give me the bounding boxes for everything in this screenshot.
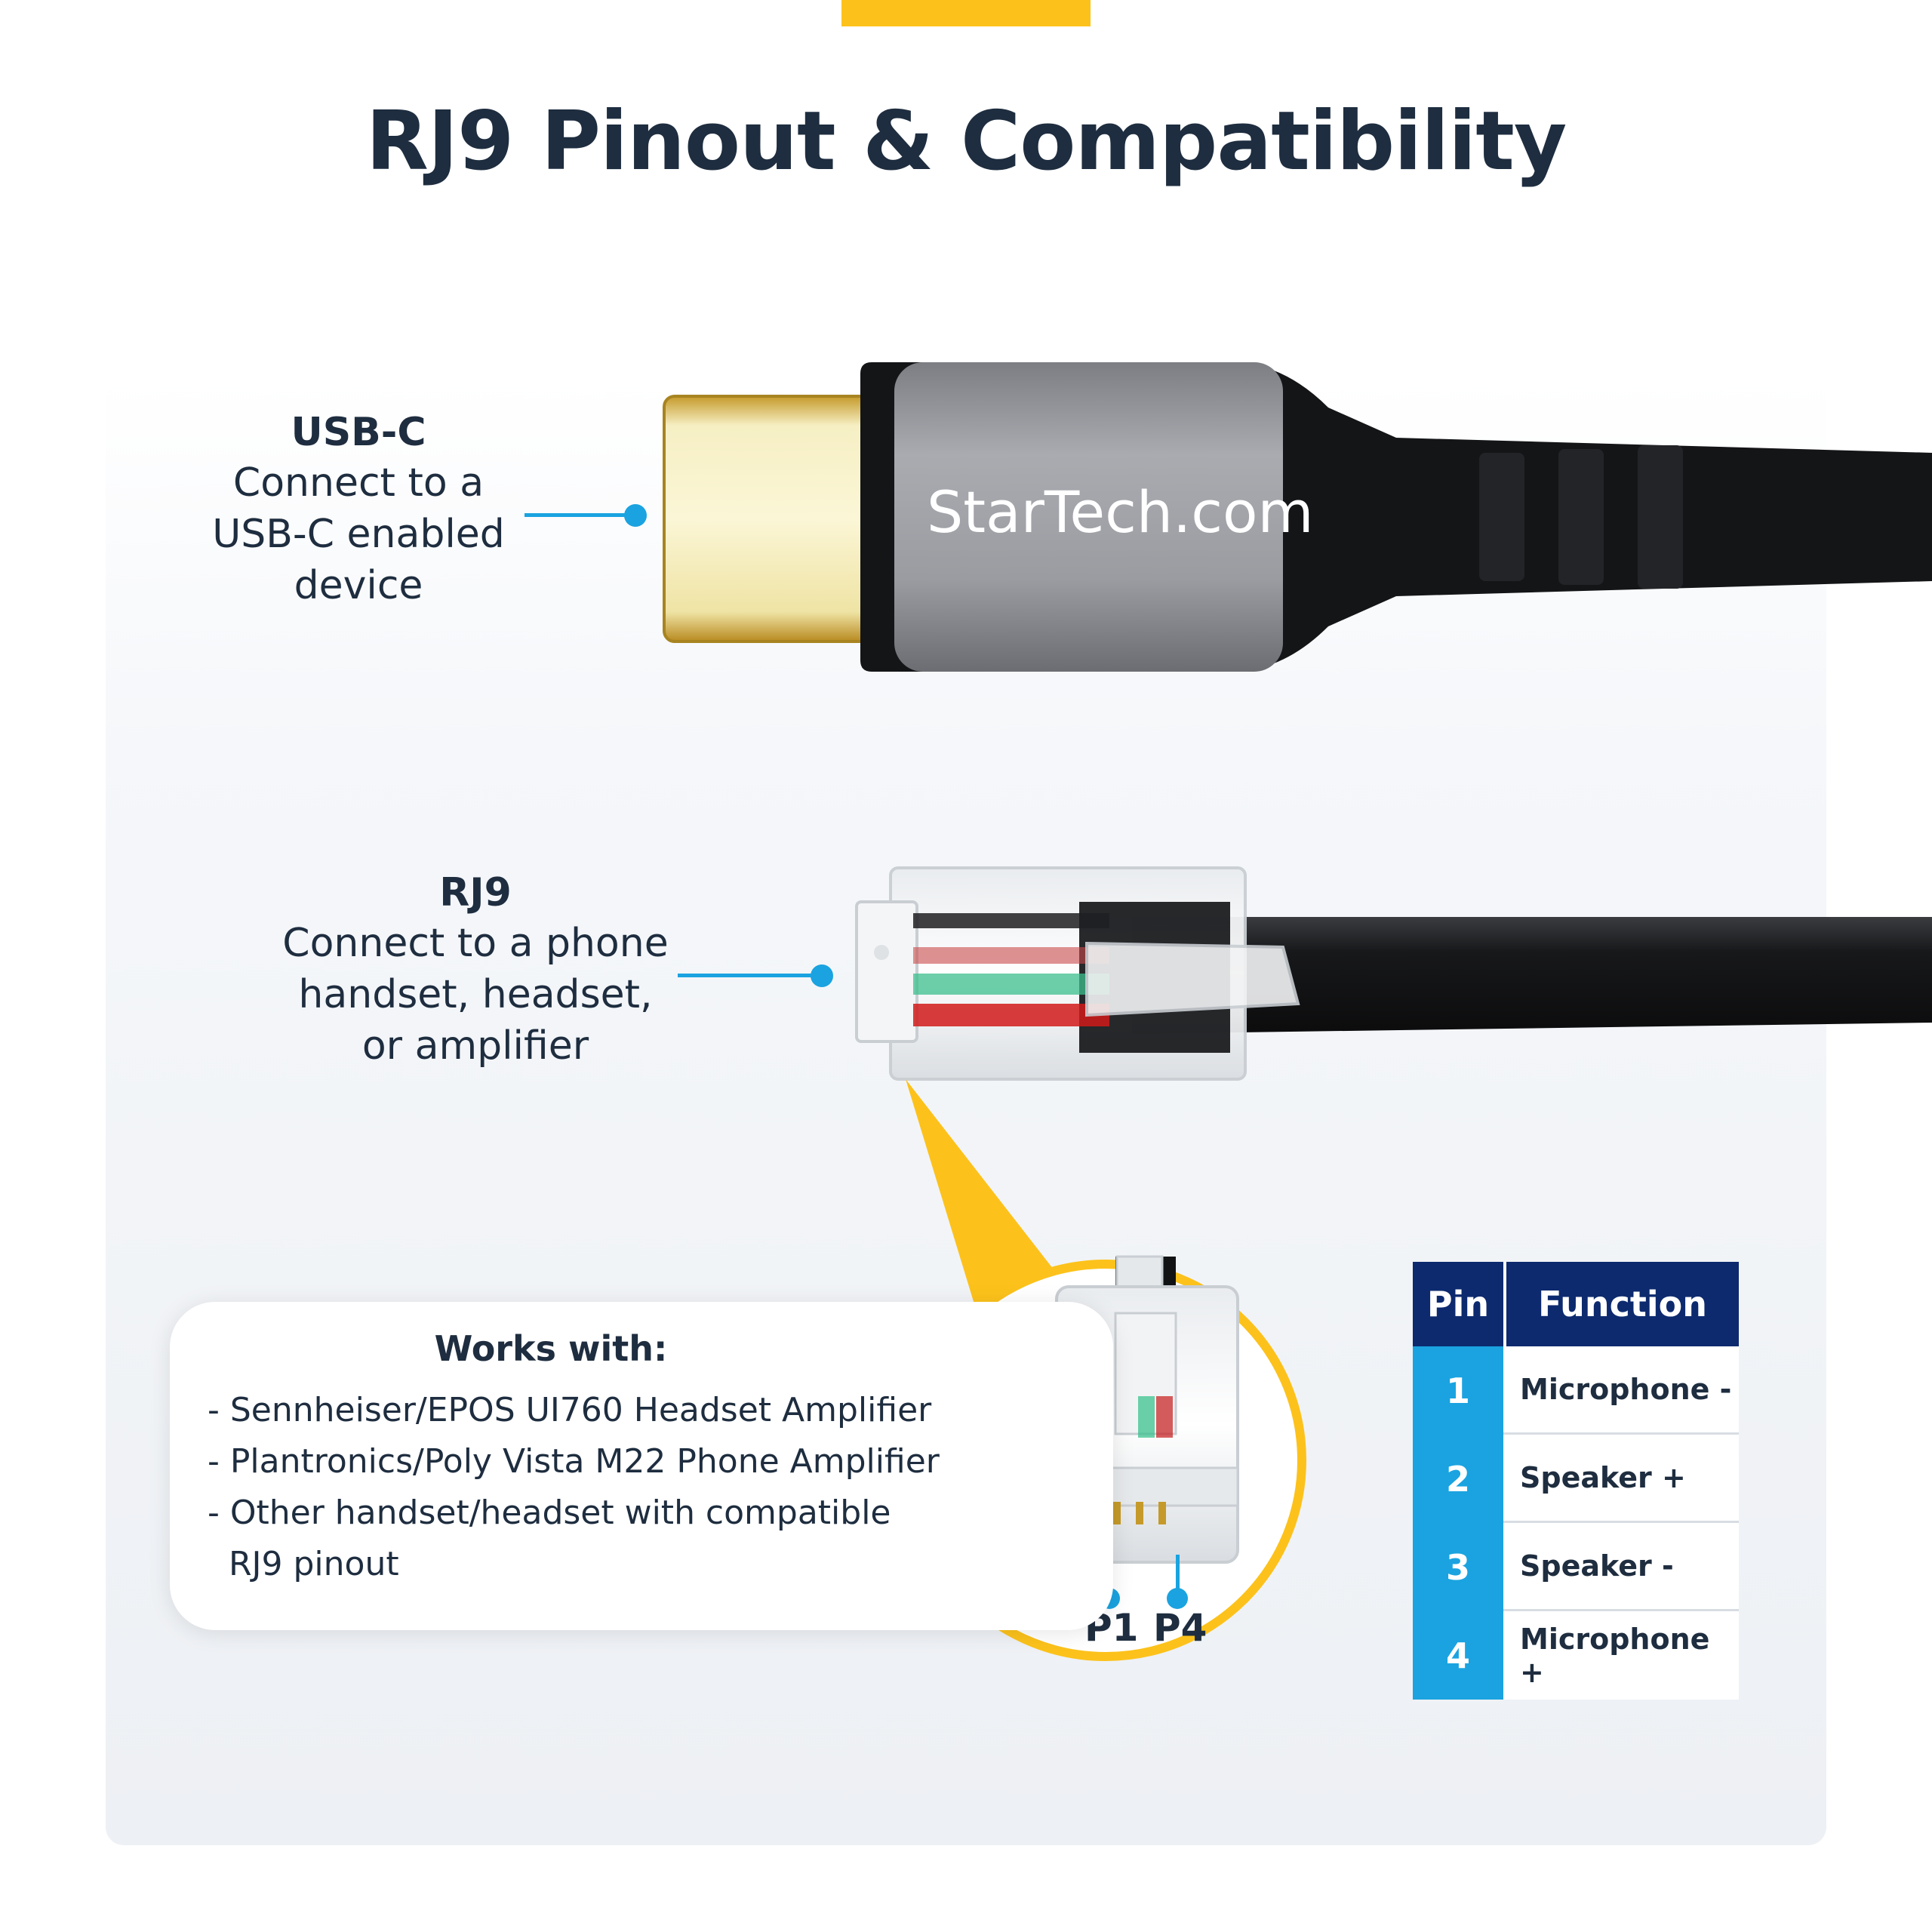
table-row: 3 Speaker -	[1413, 1523, 1739, 1611]
usb-c-leader-line	[525, 513, 638, 517]
usb-c-leader-dot	[624, 504, 647, 527]
header-function: Function	[1506, 1262, 1739, 1346]
p4-leader-line	[1176, 1555, 1180, 1596]
rj9-connector	[855, 866, 1932, 1081]
list-item: RJ9 pinout	[208, 1545, 399, 1583]
rj9-leader-dot	[811, 964, 833, 987]
works-with-title: Works with:	[434, 1328, 668, 1369]
works-with-card: Works with: - Sennheiser/EPOS UI760 Head…	[170, 1302, 1113, 1630]
table-row: 4 Microphone +	[1413, 1611, 1739, 1700]
list-item: - Other handset/headset with compatible	[208, 1494, 891, 1532]
usb-c-desc-line: USB-C enabled	[212, 512, 505, 557]
pin-function: Speaker -	[1503, 1523, 1739, 1611]
usb-c-connector: StarTech.com	[663, 362, 1932, 672]
rj9-leader-line	[678, 974, 814, 977]
usb-c-title: USB-C	[291, 410, 426, 455]
pin-function: Microphone +	[1503, 1611, 1739, 1700]
rj9-desc-line: or amplifier	[361, 1023, 589, 1069]
pin-label-p4: P4	[1153, 1606, 1208, 1650]
pin-number: 4	[1413, 1611, 1503, 1700]
page-title: RJ9 Pinout & Compatibility	[365, 94, 1567, 189]
rj9-desc-line: Connect to a phone	[282, 921, 669, 966]
list-item: - Sennheiser/EPOS UI760 Headset Amplifie…	[208, 1391, 932, 1429]
list-item: - Plantronics/Poly Vista M22 Phone Ampli…	[208, 1442, 940, 1481]
pin-table: Pin Function 1 Microphone - 2 Speaker + …	[1413, 1262, 1739, 1700]
brand-logo: StarTech.com	[927, 478, 1314, 546]
pin-function: Microphone -	[1503, 1346, 1739, 1435]
usb-c-desc-line: Connect to a	[232, 460, 485, 506]
table-header-row: Pin Function	[1413, 1262, 1739, 1346]
rj9-cable	[1132, 917, 1932, 1034]
rj9-label: RJ9 Connect to a phone handset, headset,…	[272, 868, 679, 1072]
header-pin: Pin	[1413, 1262, 1506, 1346]
pin-number: 2	[1413, 1435, 1503, 1523]
table-row: 1 Microphone -	[1413, 1346, 1739, 1435]
pin-function: Speaker +	[1503, 1435, 1739, 1523]
pin-number: 3	[1413, 1523, 1503, 1611]
usb-c-gold-plug	[663, 395, 881, 643]
pin-number: 1	[1413, 1346, 1503, 1435]
top-accent-bar	[841, 0, 1091, 26]
works-with-list: - Sennheiser/EPOS UI760 Headset Amplifie…	[208, 1385, 1075, 1590]
rj9-desc-line: handset, headset,	[298, 972, 653, 1017]
table-row: 2 Speaker +	[1413, 1435, 1739, 1523]
usb-c-desc-line: device	[294, 563, 423, 608]
rj9-title: RJ9	[439, 870, 512, 915]
usb-c-metal-housing	[894, 362, 1283, 672]
p4-dot	[1167, 1588, 1188, 1609]
usb-c-label: USB-C Connect to a USB-C enabled device	[192, 408, 525, 611]
